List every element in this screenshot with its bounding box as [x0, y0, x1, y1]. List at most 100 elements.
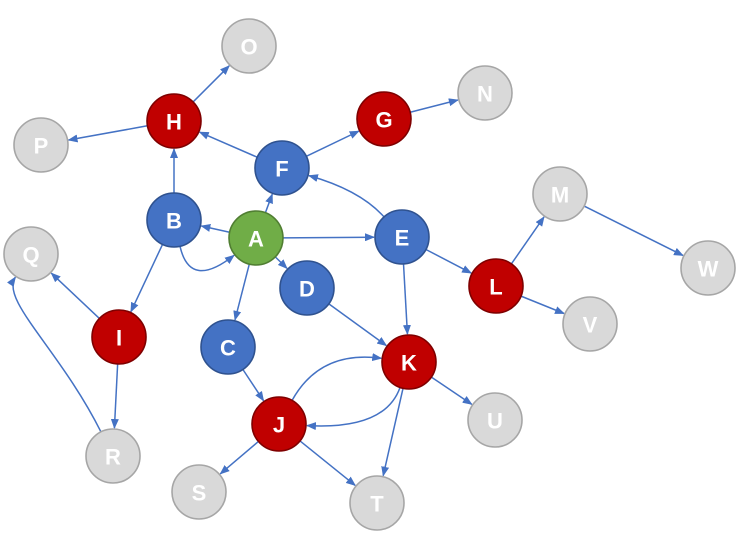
node-i: I	[91, 309, 147, 365]
edge-e-k	[402, 263, 411, 336]
edge-a-e	[282, 233, 376, 242]
node-k: K	[381, 334, 437, 390]
node-u: U	[467, 392, 523, 448]
node-t: T	[349, 475, 405, 531]
node-label: L	[489, 275, 502, 300]
edge-e-l	[425, 248, 473, 274]
node-circle	[279, 260, 335, 316]
edge-f-g	[306, 130, 360, 157]
node-label: M	[551, 183, 569, 208]
node-circle	[532, 166, 588, 222]
node-o: O	[221, 18, 277, 74]
node-circle	[171, 464, 227, 520]
edge-b-i	[130, 244, 164, 313]
node-circle	[381, 334, 437, 390]
node-w: W	[680, 240, 736, 296]
node-circle	[200, 319, 256, 375]
node-n: N	[457, 65, 513, 121]
node-f: F	[254, 140, 310, 196]
edges-layer	[7, 65, 684, 487]
edge-r-q	[7, 276, 102, 433]
node-circle	[221, 18, 277, 74]
edge-a-b	[200, 224, 230, 233]
edge-k-j	[305, 387, 401, 431]
nodes-layer: A B C D E F G H I J K L M N O P Q R S T U V W	[3, 18, 736, 531]
node-label: B	[166, 209, 182, 234]
node-c: C	[200, 319, 256, 375]
edge-j-s	[219, 440, 259, 475]
node-v: V	[562, 296, 618, 352]
node-label: E	[395, 226, 410, 251]
node-circle	[374, 209, 430, 265]
node-label: W	[698, 257, 719, 282]
node-circle	[251, 396, 307, 452]
node-b: B	[146, 192, 202, 248]
edge-i-q	[50, 272, 100, 320]
edge-j-t	[299, 440, 356, 487]
node-s: S	[171, 464, 227, 520]
node-circle	[146, 192, 202, 248]
node-label: F	[275, 157, 288, 182]
node-label: I	[116, 326, 122, 351]
node-circle	[467, 392, 523, 448]
node-circle	[468, 258, 524, 314]
node-circle	[91, 309, 147, 365]
node-circle	[3, 226, 59, 282]
node-j: J	[251, 396, 307, 452]
node-label: A	[248, 227, 264, 252]
edge-c-j	[242, 369, 265, 402]
node-label: J	[273, 413, 285, 438]
edge-h-p	[67, 125, 148, 143]
node-circle	[254, 140, 310, 196]
node-label: G	[375, 108, 392, 133]
node-circle	[146, 93, 202, 149]
node-l: L	[468, 258, 524, 314]
edge-k-u	[430, 376, 473, 405]
edge-a-d	[274, 256, 288, 270]
node-label: O	[240, 35, 257, 60]
node-r: R	[85, 428, 141, 484]
node-circle	[562, 296, 618, 352]
edge-i-r	[110, 363, 119, 430]
node-d: D	[279, 260, 335, 316]
node-circle	[228, 210, 284, 266]
edge-a-f	[264, 193, 273, 213]
node-label: T	[370, 492, 384, 517]
node-label: K	[401, 351, 417, 376]
node-a: A	[228, 210, 284, 266]
node-circle	[13, 117, 69, 173]
node-p: P	[13, 117, 69, 173]
node-circle	[85, 428, 141, 484]
edge-j-k	[291, 353, 383, 401]
node-h: H	[146, 93, 202, 149]
node-label: D	[299, 277, 315, 302]
node-label: S	[192, 481, 207, 506]
node-label: H	[166, 110, 182, 135]
node-circle	[349, 475, 405, 531]
node-m: M	[532, 166, 588, 222]
edge-b-a	[179, 246, 235, 272]
node-label: Q	[22, 243, 39, 268]
node-circle	[356, 91, 412, 147]
node-g: G	[356, 91, 412, 147]
node-label: N	[477, 82, 493, 107]
edge-e-f	[307, 174, 385, 218]
node-label: V	[583, 313, 598, 338]
edge-g-n	[409, 98, 459, 113]
edge-a-c	[233, 263, 251, 321]
node-label: R	[105, 445, 121, 470]
node-label: P	[34, 134, 49, 159]
edge-l-v	[520, 295, 565, 315]
node-label: C	[220, 336, 236, 361]
node-circle	[680, 240, 736, 296]
edge-m-w	[583, 205, 684, 257]
edge-k-t	[381, 388, 404, 477]
edge-f-h	[198, 131, 258, 158]
edge-h-o	[192, 65, 230, 103]
node-circle	[457, 65, 513, 121]
node-q: Q	[3, 226, 59, 282]
edge-l-m	[510, 216, 545, 265]
node-e: E	[374, 209, 430, 265]
edge-d-k	[328, 303, 388, 347]
